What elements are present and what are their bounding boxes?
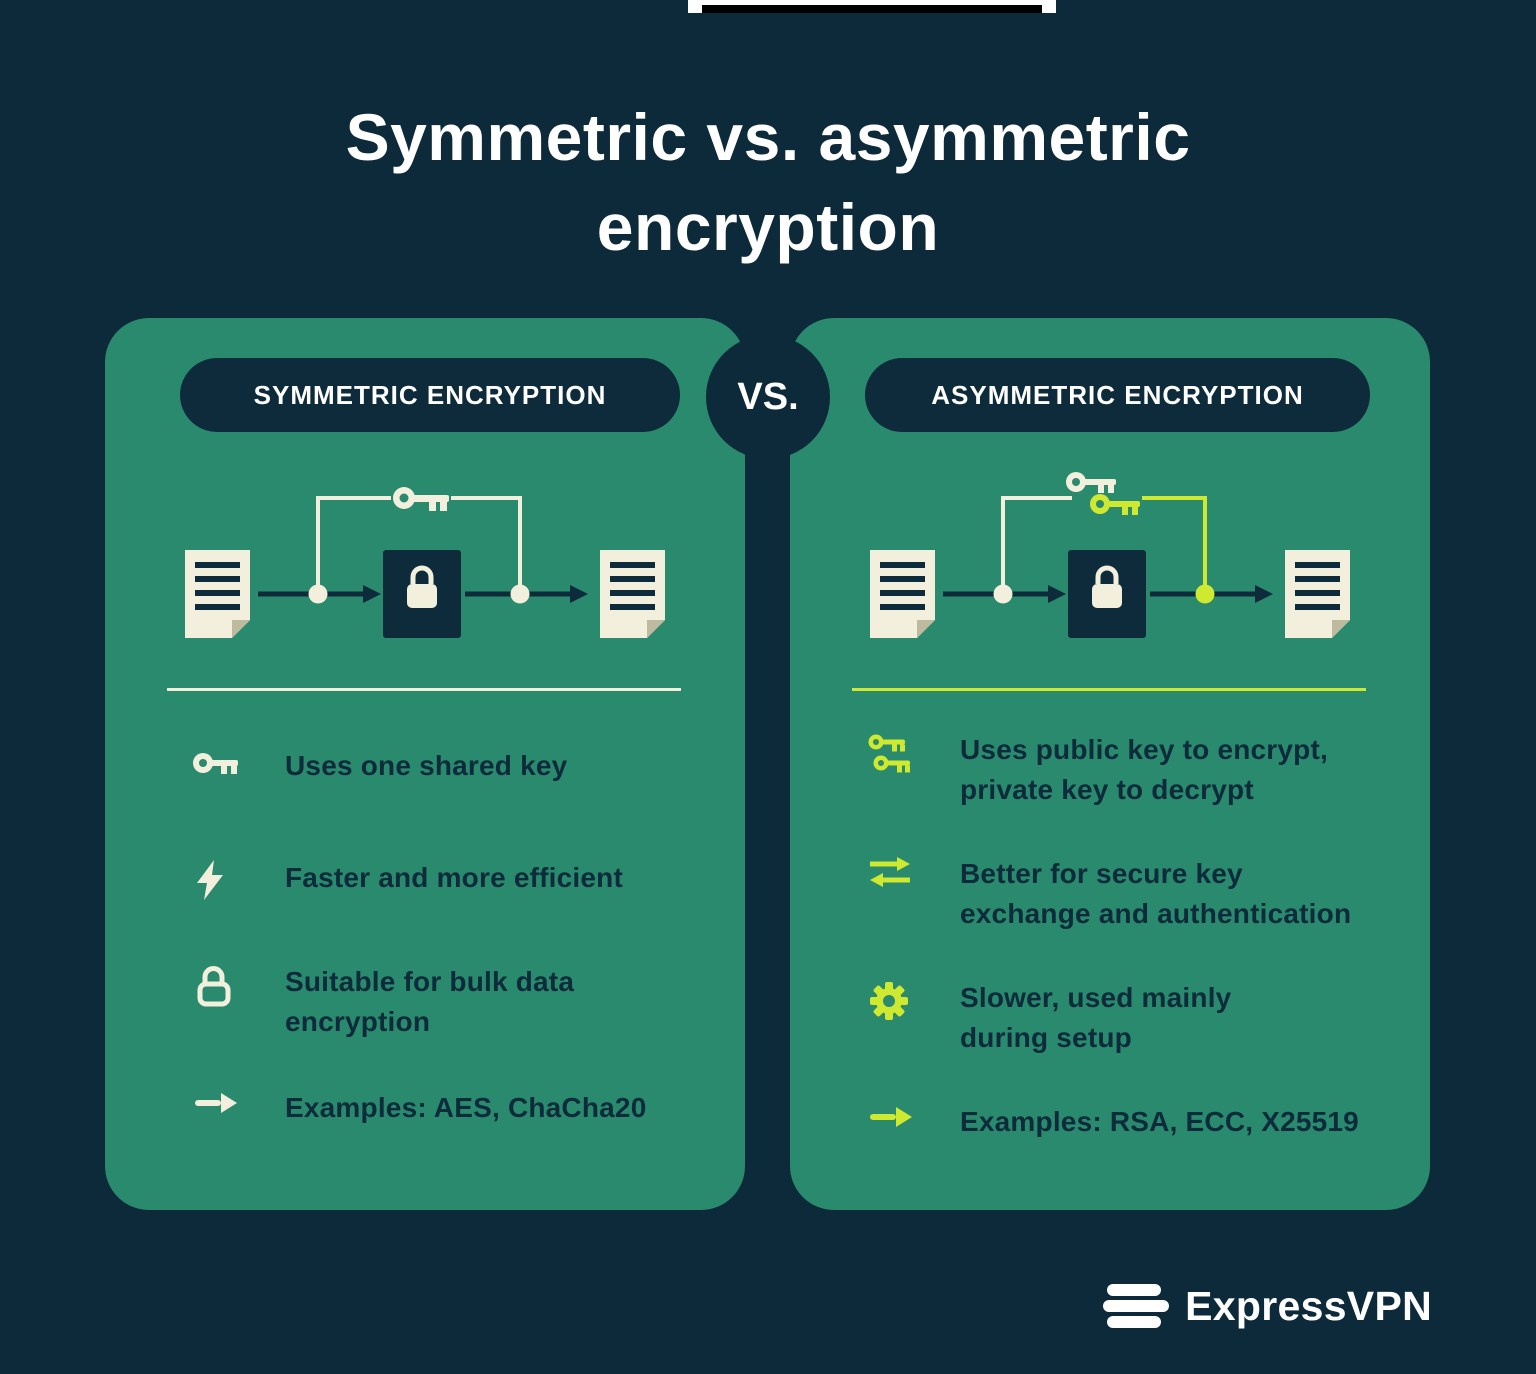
brand-name: ExpressVPN [1185, 1282, 1432, 1329]
arrow-right-icon [868, 1102, 916, 1130]
key-node-right [510, 584, 530, 604]
public-key-node [993, 584, 1013, 604]
flow-arrowhead-right [1255, 585, 1273, 603]
double-key-icon [868, 730, 916, 774]
decrypted-document-icon [1285, 550, 1350, 638]
list-item: Examples: AES, ChaCha20 [193, 1088, 711, 1128]
bullet-text: Faster and more efficient [285, 862, 623, 893]
symmetric-header: SYMMETRIC ENCRYPTION [180, 358, 680, 432]
lock-icon [193, 962, 241, 1008]
gear-icon [868, 978, 916, 1022]
list-item: Uses public key to encrypt, private key … [868, 730, 1396, 810]
bullet-text: Suitable for bulk data encryption [285, 966, 575, 1037]
list-item: Suitable for bulk data encryption [193, 962, 711, 1042]
flow-arrowhead-left [1048, 585, 1066, 603]
bullet-text: Better for secure key exchange and authe… [960, 858, 1352, 929]
private-key-connector [1142, 496, 1207, 586]
key-icon [193, 746, 241, 782]
list-item: Uses one shared key [193, 746, 711, 786]
bullet-text: Slower, used mainly during setup [960, 982, 1232, 1053]
list-item: Slower, used mainly during setup [868, 978, 1396, 1058]
plaintext-document-icon [870, 550, 935, 638]
public-key-connector [1001, 496, 1072, 586]
brand-footer: ExpressVPN [1103, 1282, 1432, 1330]
list-item: Faster and more efficient [193, 858, 711, 900]
key-node-left [308, 584, 328, 604]
bullet-text: Uses public key to encrypt, private key … [960, 734, 1328, 805]
exchange-icon [868, 854, 916, 888]
asymmetric-header: ASYMMETRIC ENCRYPTION [865, 358, 1370, 432]
symmetric-flow-diagram [185, 487, 665, 638]
lock-icon [407, 565, 437, 608]
public-key-icon [1066, 472, 1116, 493]
top-screen-artifact [688, 0, 1056, 13]
flow-arrowhead-right [570, 585, 588, 603]
expressvpn-logo-icon [1103, 1284, 1170, 1328]
decrypted-document-icon [600, 550, 665, 638]
divider-line [167, 688, 681, 691]
asymmetric-flow-diagram [870, 472, 1350, 638]
list-item: Better for secure key exchange and authe… [868, 854, 1396, 934]
plaintext-document-icon [185, 550, 250, 638]
lock-icon [1092, 565, 1122, 608]
bullet-text: Uses one shared key [285, 750, 568, 781]
vs-badge: VS. [706, 335, 830, 459]
divider-line [852, 688, 1366, 691]
asymmetric-panel: ASYMMETRIC ENCRYPTION [790, 318, 1430, 1210]
flow-arrowhead-left [363, 585, 381, 603]
shared-key-icon [393, 487, 449, 511]
vs-label: VS. [737, 375, 799, 418]
private-key-node [1195, 584, 1215, 604]
top-screen-artifact-inner [702, 5, 1042, 13]
bullet-text: Examples: AES, ChaCha20 [285, 1092, 647, 1123]
private-key-icon [1090, 494, 1140, 515]
list-item: Examples: RSA, ECC, X25519 [868, 1102, 1396, 1142]
page-title: Symmetric vs. asymmetric encryption [345, 100, 1191, 264]
asymmetric-bullets: Uses public key to encrypt, private key … [868, 730, 1396, 1186]
lightning-icon [193, 858, 241, 900]
key-connector-lines [316, 496, 522, 586]
symmetric-panel: SYMMETRIC ENCRYPTION [105, 318, 745, 1210]
arrow-right-icon [193, 1088, 241, 1116]
bullet-text: Examples: RSA, ECC, X25519 [960, 1106, 1359, 1137]
symmetric-bullets: Uses one shared key Faster and more effi… [193, 746, 711, 1128]
